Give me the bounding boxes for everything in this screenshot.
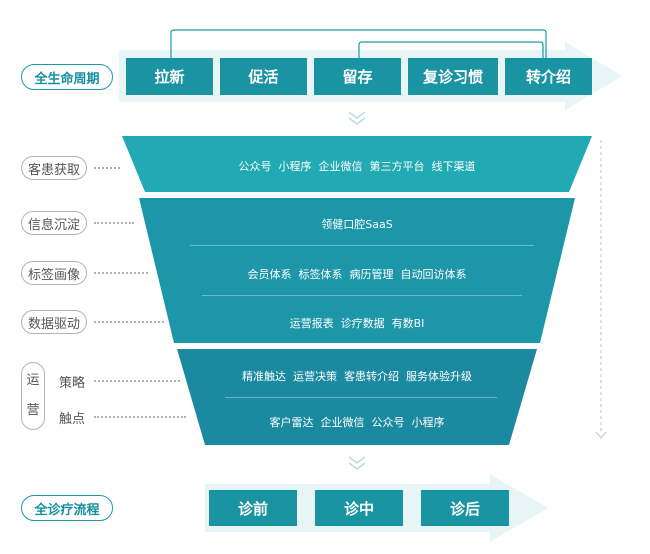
- ops-char-2: 营: [26, 403, 40, 418]
- divider: [190, 245, 534, 246]
- strategy-text: 精准触达 运营决策 客患转介绍 服务体验升级: [242, 370, 472, 383]
- stage-activation: 促活: [220, 58, 307, 95]
- chevron-down-icon: [348, 111, 366, 125]
- leader-line: [94, 272, 148, 274]
- leader-line: [94, 222, 134, 224]
- label-deposit: 信息沉淀: [21, 211, 87, 235]
- stage-referral: 转介绍: [505, 58, 592, 95]
- divider: [202, 295, 522, 296]
- data-text: 运营报表 诊疗数据 有数BI: [289, 317, 425, 330]
- stage-in-visit: 诊中: [315, 490, 403, 526]
- divider: [225, 397, 497, 398]
- touchpoint-text: 客户雷达 企业微信 公众号 小程序: [269, 416, 445, 429]
- leader-line: [94, 416, 186, 418]
- stage-pre-visit: 诊前: [209, 490, 297, 526]
- care-flow-label: 全诊疗流程: [21, 495, 113, 521]
- leader-line: [94, 167, 120, 169]
- stage-post-visit: 诊后: [421, 490, 509, 526]
- stage-acquisition: 拉新: [126, 58, 213, 95]
- chevron-down-icon: [348, 456, 366, 470]
- label-touchpoint: 触点: [59, 412, 86, 427]
- channels-text: 公众号 小程序 企业微信 第三方平台 线下渠道: [238, 160, 476, 173]
- stage-revisit-habit: 复诊习惯: [408, 58, 498, 95]
- funnel-layer-3: [177, 349, 537, 445]
- leader-line: [94, 321, 164, 323]
- leader-line: [94, 380, 180, 382]
- lifecycle-label: 全生命周期: [21, 64, 113, 90]
- label-data-driven: 数据驱动: [21, 310, 87, 334]
- label-operations: 运 营: [21, 362, 45, 430]
- label-strategy: 策略: [59, 376, 86, 391]
- label-acquire: 客患获取: [21, 156, 87, 180]
- stage-retention: 留存: [314, 58, 401, 95]
- funnel-layer-2: [139, 198, 575, 343]
- systems-text: 会员体系 标签体系 病历管理 自动回访体系: [247, 268, 467, 281]
- funnel-layer-1: [122, 136, 592, 192]
- label-portrait: 标签画像: [21, 261, 87, 285]
- saas-title: 领健口腔SaaS: [321, 218, 393, 231]
- ops-char-1: 运: [26, 373, 40, 388]
